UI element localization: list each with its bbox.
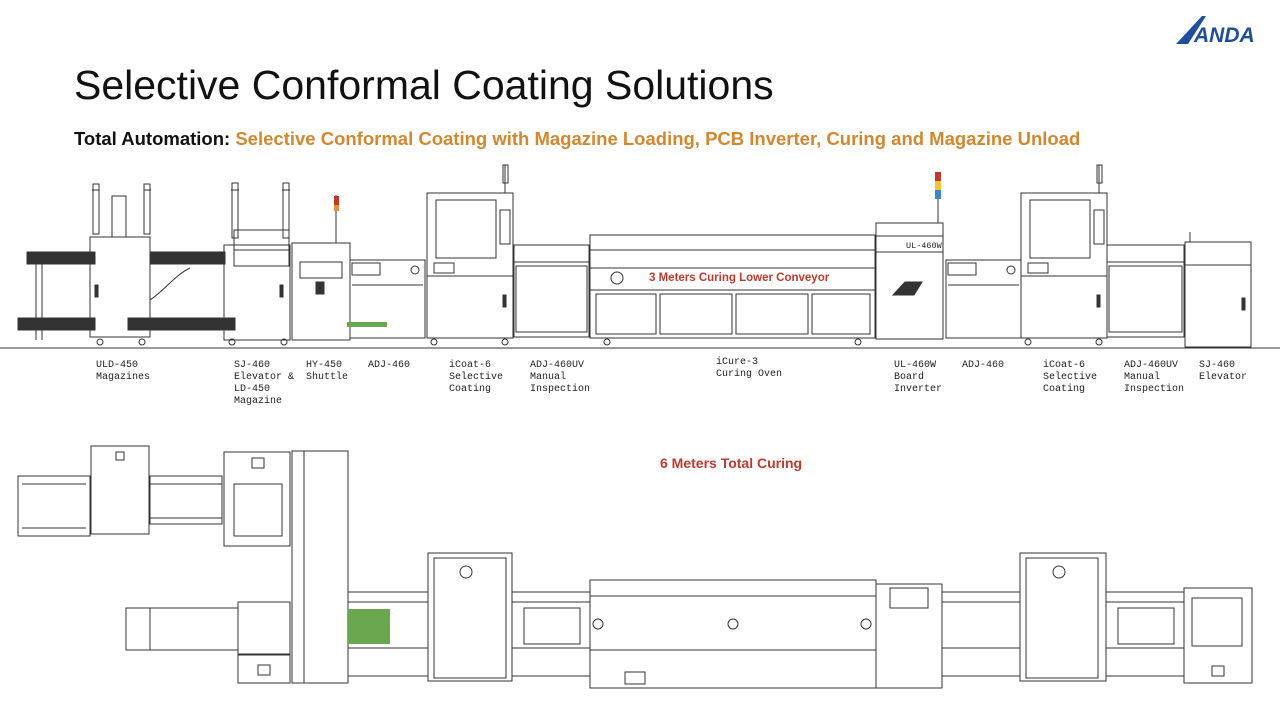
subtitle-lead: Total Automation: xyxy=(74,128,231,149)
station-label-adjuv-a: ADJ-460UV Manual Inspection xyxy=(530,360,591,395)
station-label-adjuv-b: ADJ-460UV Manual Inspection xyxy=(1124,360,1185,395)
logo-text: ANDA xyxy=(1193,24,1255,46)
station-label-icoat6-a: iCoat-6 Selective Coating xyxy=(449,360,504,395)
subtitle: Total Automation: Selective Conformal Co… xyxy=(74,128,1080,150)
top-adjuvb xyxy=(1105,591,1185,677)
station-label-sj460-b: SJ-460 Elevator xyxy=(1199,360,1248,383)
top-adj460b xyxy=(941,591,1021,677)
adj460-machine-b xyxy=(945,259,1022,339)
top-uld450 xyxy=(17,445,223,537)
top-adjuva xyxy=(511,591,591,677)
top-ul460w xyxy=(875,583,943,689)
anda-logo: ANDA xyxy=(1176,16,1255,46)
top-icoat6a xyxy=(427,552,513,682)
page-title: Selective Conformal Coating Solutions xyxy=(74,62,774,108)
top-icure3 xyxy=(589,579,877,689)
station-label-icure3: iCure-3 Curing Oven xyxy=(716,357,783,380)
sj460-machine-a xyxy=(223,182,291,346)
icure3-oven xyxy=(589,234,876,346)
adjuv-machine-a xyxy=(513,244,590,338)
icoat6-machine-a xyxy=(426,164,514,346)
station-label-uld450: ULD-450 Magazines xyxy=(96,360,151,383)
top-adj460a xyxy=(347,591,429,677)
sj460-machine-b xyxy=(1184,232,1252,348)
oven-conveyor-note: 3 Meters Curing Lower Conveyor xyxy=(649,272,830,284)
subtitle-rest: Selective Conformal Coating with Magazin… xyxy=(235,128,1081,149)
station-label-icoat6-b: iCoat-6 Selective Coating xyxy=(1043,360,1098,395)
icoat6-machine-b xyxy=(1020,164,1108,346)
station-label-sj460-a: SJ-460 Elevator & LD-450 Magazine xyxy=(234,360,295,407)
station-label-ul460w: UL-460W Board Inverter xyxy=(894,360,943,395)
top-shuttle xyxy=(125,450,349,684)
hy450-machine xyxy=(291,195,351,341)
adj460-machine-a xyxy=(347,259,426,339)
station-label-adj460-b: ADJ-460 xyxy=(962,360,1005,371)
station-label-hy450: HY-450 Shuttle xyxy=(306,360,349,383)
adjuv-machine-b xyxy=(1106,244,1185,338)
top-icoat6b xyxy=(1019,552,1107,682)
top-sj460a xyxy=(223,451,291,547)
station-label-adj460-a: ADJ-460 xyxy=(368,360,411,371)
uld450-machine xyxy=(17,183,236,346)
ul460w-tag: UL-460W xyxy=(906,241,942,251)
top-sj460b xyxy=(1183,587,1253,684)
total-curing-note: 6 Meters Total Curing xyxy=(660,455,803,471)
logo-swoosh xyxy=(1176,16,1206,44)
ul460w-machine xyxy=(875,172,944,340)
